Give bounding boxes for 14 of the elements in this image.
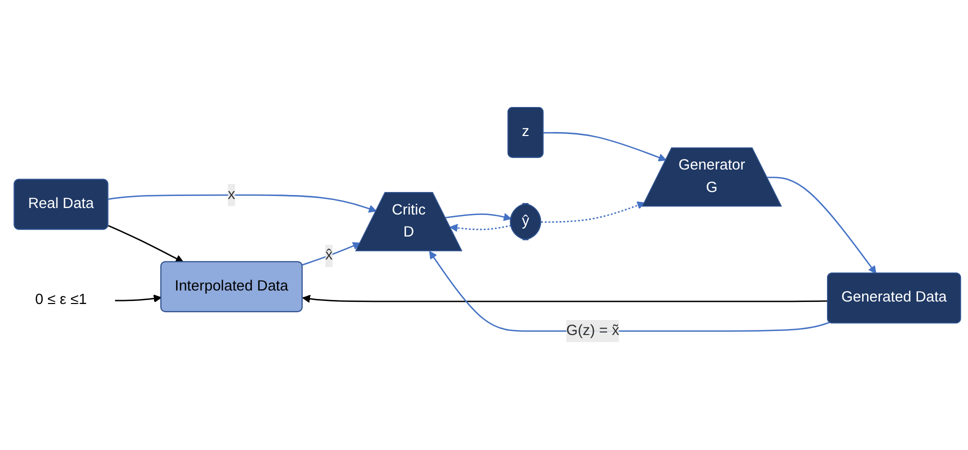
edge-label: x̂: [325, 248, 333, 264]
edge-label: x: [228, 186, 236, 203]
arrow: [445, 213, 512, 222]
arrow: [302, 242, 361, 266]
node-text: 0 ≤ ε ≤1: [35, 292, 87, 308]
arrow: [544, 132, 666, 162]
arrow: [108, 225, 184, 263]
arrow: [302, 295, 828, 304]
arrow: [541, 202, 646, 224]
arrow: [114, 294, 162, 303]
arrow: [108, 194, 377, 213]
edge-label: G(z) = x̃: [566, 322, 620, 339]
arrow: [767, 176, 876, 274]
arrow: [450, 224, 512, 232]
